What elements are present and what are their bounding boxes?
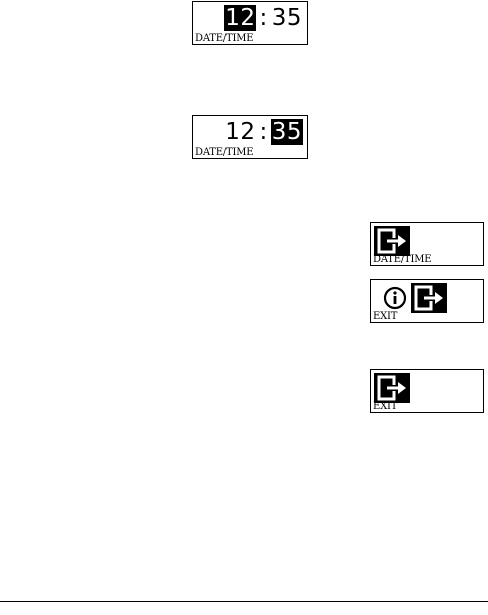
- lcd-screen-exit: EXIT: [370, 369, 484, 413]
- screen-label: DATE/TIME: [373, 254, 431, 265]
- lcd-screen-date-time-minute: 12 : 35 DATE/TIME: [192, 115, 308, 159]
- exit-icon-selected[interactable]: [374, 226, 410, 256]
- lcd-screen-date-time-hour: 12 : 35 DATE/TIME: [192, 1, 308, 45]
- exit-icon-selected[interactable]: [374, 373, 410, 403]
- minute-value[interactable]: 35: [271, 5, 303, 31]
- clock-display: 12 : 35: [224, 5, 303, 31]
- info-option[interactable]: [380, 283, 410, 313]
- screen-label: DATE/TIME: [195, 147, 253, 158]
- time-separator: :: [256, 119, 270, 145]
- screen-label: EXIT: [373, 311, 397, 322]
- page-divider: [0, 601, 488, 602]
- screen-label: DATE/TIME: [195, 33, 253, 44]
- hour-value[interactable]: 12: [224, 5, 256, 31]
- exit-icon-selected[interactable]: [411, 283, 447, 313]
- lcd-screen-info-exit: EXIT: [370, 279, 484, 323]
- time-separator: :: [256, 5, 270, 31]
- info-icon: [380, 283, 410, 313]
- exit-arrow-icon: [374, 226, 410, 256]
- minute-value[interactable]: 35: [271, 119, 303, 145]
- hour-value[interactable]: 12: [224, 119, 256, 145]
- lcd-screen-exit-datetime: DATE/TIME: [370, 222, 484, 266]
- screen-label: EXIT: [373, 401, 397, 412]
- exit-arrow-icon: [411, 283, 447, 313]
- clock-display: 12 : 35: [224, 119, 303, 145]
- exit-arrow-icon: [374, 373, 410, 403]
